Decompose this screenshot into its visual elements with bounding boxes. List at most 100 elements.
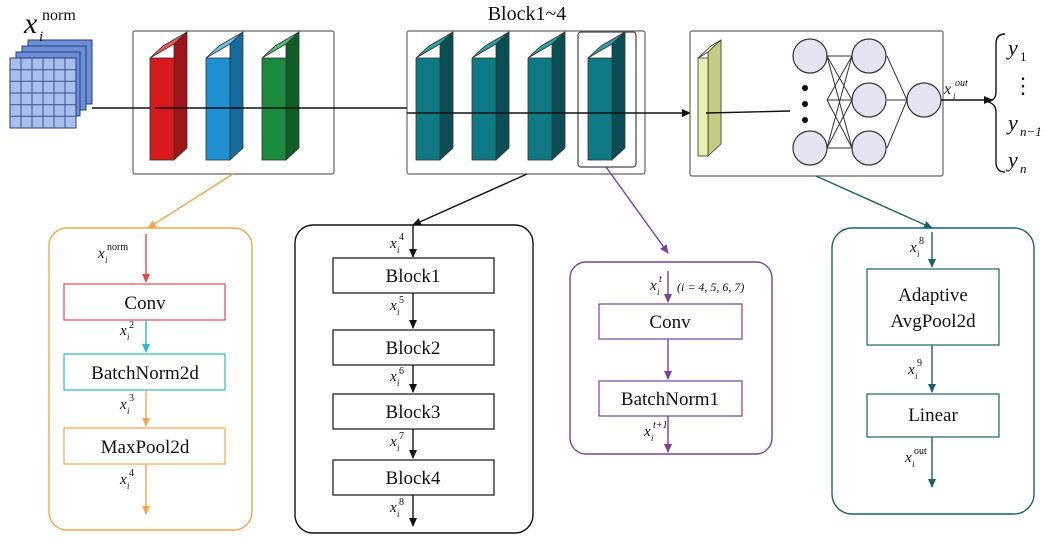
svg-text:4: 4 — [399, 232, 404, 243]
blocks-detail-panel — [294, 224, 534, 534]
stem-maxpool-label: MaxPool2d — [101, 437, 190, 458]
block-batchnorm-box — [598, 380, 743, 417]
svg-text:i: i — [657, 287, 660, 297]
neuron-hidden-3 — [851, 130, 887, 166]
svg-text:i: i — [397, 245, 400, 255]
blocks-var-x8: x i 8 — [389, 497, 404, 519]
block4-highlight — [577, 31, 637, 168]
block3-slab — [527, 31, 566, 161]
svg-text:n−1: n−1 — [1020, 124, 1042, 139]
output-label: x i out — [943, 78, 968, 101]
svg-text:i: i — [39, 29, 43, 45]
batchnorm-layer-slab — [205, 31, 244, 161]
svg-text:1: 1 — [1020, 49, 1027, 64]
output-vdots: ⋮ — [1012, 73, 1034, 98]
block1-slab — [415, 31, 454, 161]
svg-text:6: 6 — [399, 366, 404, 377]
blocks-var-x7: x i 7 — [389, 431, 404, 453]
svg-text:i: i — [953, 91, 956, 101]
svg-text:i: i — [127, 332, 130, 342]
svg-text:x: x — [943, 81, 951, 98]
svg-text:x: x — [119, 323, 127, 339]
neuron-in-2 — [792, 130, 828, 166]
block1-box — [332, 257, 495, 294]
svg-text:x: x — [119, 472, 127, 488]
head-output-var: x i out — [904, 446, 927, 469]
block-conv-label: Conv — [649, 312, 691, 333]
neuron-hidden-1 — [851, 38, 887, 74]
stem-maxpool-box — [63, 427, 226, 465]
svg-text:i: i — [397, 509, 400, 519]
block-output-var: x i t+1 — [643, 420, 668, 443]
svg-text:t: t — [659, 274, 662, 285]
svg-text:i: i — [397, 307, 400, 317]
neuron-out — [906, 82, 942, 118]
svg-text:3: 3 — [129, 393, 134, 404]
svg-text:x: x — [909, 240, 917, 256]
block4-label: Block4 — [386, 468, 441, 489]
block-input-var: x i t — [649, 274, 662, 297]
avgpool-to-mlp-arrow — [705, 110, 791, 114]
head-linear-box — [866, 393, 1000, 438]
head-var-x9: x i 9 — [907, 358, 922, 381]
svg-text:x: x — [389, 500, 397, 516]
svg-text:i: i — [912, 459, 915, 469]
block1-label: Block1 — [386, 266, 441, 287]
block4-box — [332, 459, 495, 496]
svg-text:x: x — [389, 298, 397, 314]
stem-var-x3: x i 3 — [119, 393, 134, 416]
neuron-in-1 — [792, 38, 828, 74]
output-yn-1: y n−1 — [1006, 110, 1042, 139]
head-avgpool-box — [866, 268, 1000, 346]
block-conv-box — [598, 303, 743, 340]
svg-text:x: x — [119, 397, 127, 413]
neuron-hidden-2 — [851, 82, 887, 118]
block2-box — [332, 329, 495, 366]
block-detail-connector — [605, 166, 669, 254]
svg-text:x: x — [649, 278, 657, 294]
stem-conv-box — [63, 283, 226, 321]
stem-batchnorm-box — [63, 353, 226, 391]
head-avgpool-label-1: Adaptive — [898, 285, 968, 306]
pool-layer-slab — [261, 31, 300, 161]
svg-text:norm: norm — [107, 242, 128, 253]
svg-text:9: 9 — [917, 358, 922, 369]
svg-text:i: i — [397, 378, 400, 388]
block3-box — [332, 393, 495, 430]
blocks-var-x6: x i 6 — [389, 366, 404, 388]
block-condition: (i = 4, 5, 6, 7) — [677, 280, 744, 294]
head-input-var: x i 8 — [909, 236, 924, 259]
svg-text:x: x — [389, 236, 397, 252]
block4-slab — [587, 31, 626, 161]
output-y1: y 1 — [1006, 35, 1027, 64]
svg-text:norm: norm — [42, 7, 76, 24]
svg-text:y: y — [1006, 35, 1018, 60]
input-label: x i norm — [23, 7, 76, 45]
output-yn: y n — [1006, 147, 1027, 176]
svg-text:⋮: ⋮ — [1012, 73, 1034, 98]
stem-detail-connector — [147, 173, 234, 229]
ellipsis-dots — [802, 85, 808, 123]
svg-text:4: 4 — [129, 468, 134, 479]
blocks-detail-connector — [412, 173, 528, 226]
svg-text:5: 5 — [399, 295, 404, 306]
stem-input-var: x i norm — [97, 242, 128, 265]
stem-var-x2: x i 2 — [119, 320, 134, 342]
block3-label: Block3 — [386, 402, 441, 423]
output-brace — [987, 33, 1006, 173]
svg-text:y: y — [1006, 147, 1018, 172]
svg-text:i: i — [127, 406, 130, 416]
svg-text:8: 8 — [399, 497, 404, 508]
svg-text:i: i — [917, 249, 920, 259]
svg-text:i: i — [105, 255, 108, 265]
svg-text:i: i — [651, 433, 654, 443]
blocks-title: Block1~4 — [488, 3, 567, 25]
svg-text:x: x — [97, 246, 105, 262]
svg-text:y: y — [1006, 110, 1018, 135]
input-feature-map — [9, 39, 93, 129]
head-avgpool-label-2: AvgPool2d — [890, 311, 976, 332]
svg-text:x: x — [389, 434, 397, 450]
svg-text:i: i — [127, 481, 130, 491]
svg-text:2: 2 — [129, 320, 134, 331]
